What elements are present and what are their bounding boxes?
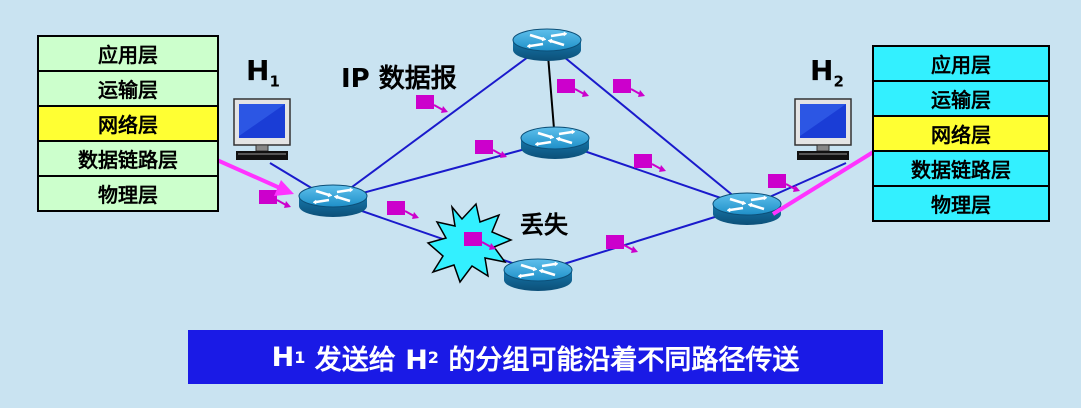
packet-icon <box>474 139 508 159</box>
router-icon <box>519 125 591 161</box>
router-icon <box>511 27 583 63</box>
layer-physical: 物理层 <box>39 177 217 210</box>
layer-data-link: 数据链路层 <box>39 142 217 175</box>
host1-label: H1 <box>246 54 280 91</box>
links <box>269 42 847 273</box>
layer-data-link: 数据链路层 <box>874 152 1048 185</box>
packet-icon <box>612 78 646 98</box>
computer-icon <box>794 98 852 161</box>
link-top-r4 <box>546 42 748 208</box>
ip-datagram-label: IP 数据报 <box>341 64 457 94</box>
link-r1-middle <box>332 140 556 202</box>
layer-network: 网络层 <box>39 107 217 140</box>
lost-label: 丢失 <box>520 211 568 239</box>
link-middle-r4 <box>554 140 748 208</box>
link-bottom-r4 <box>537 206 748 273</box>
protocol-stack-left: 应用层 运输层 网络层 数据链路层 物理层 <box>37 35 219 212</box>
protocol-stack-right: 应用层 运输层 网络层 数据链路层 物理层 <box>872 45 1050 222</box>
computer-icon <box>233 98 291 161</box>
layer-transport: 运输层 <box>874 82 1048 115</box>
packet-icon <box>386 200 420 220</box>
packet-icon <box>556 78 590 98</box>
packet-icon <box>767 173 801 193</box>
router-icon <box>711 191 783 227</box>
router-icon <box>297 183 369 219</box>
host2-label: H2 <box>810 54 844 91</box>
layer-network: 网络层 <box>874 117 1048 150</box>
layer-application: 应用层 <box>874 47 1048 80</box>
router-icon <box>502 257 574 293</box>
link-r1-top <box>332 42 548 202</box>
link-r1-bottom <box>332 200 539 273</box>
layer-transport: 运输层 <box>39 72 217 105</box>
layer-physical: 物理层 <box>874 187 1048 220</box>
packet-icon <box>415 94 449 114</box>
layer-application: 应用层 <box>39 37 217 70</box>
